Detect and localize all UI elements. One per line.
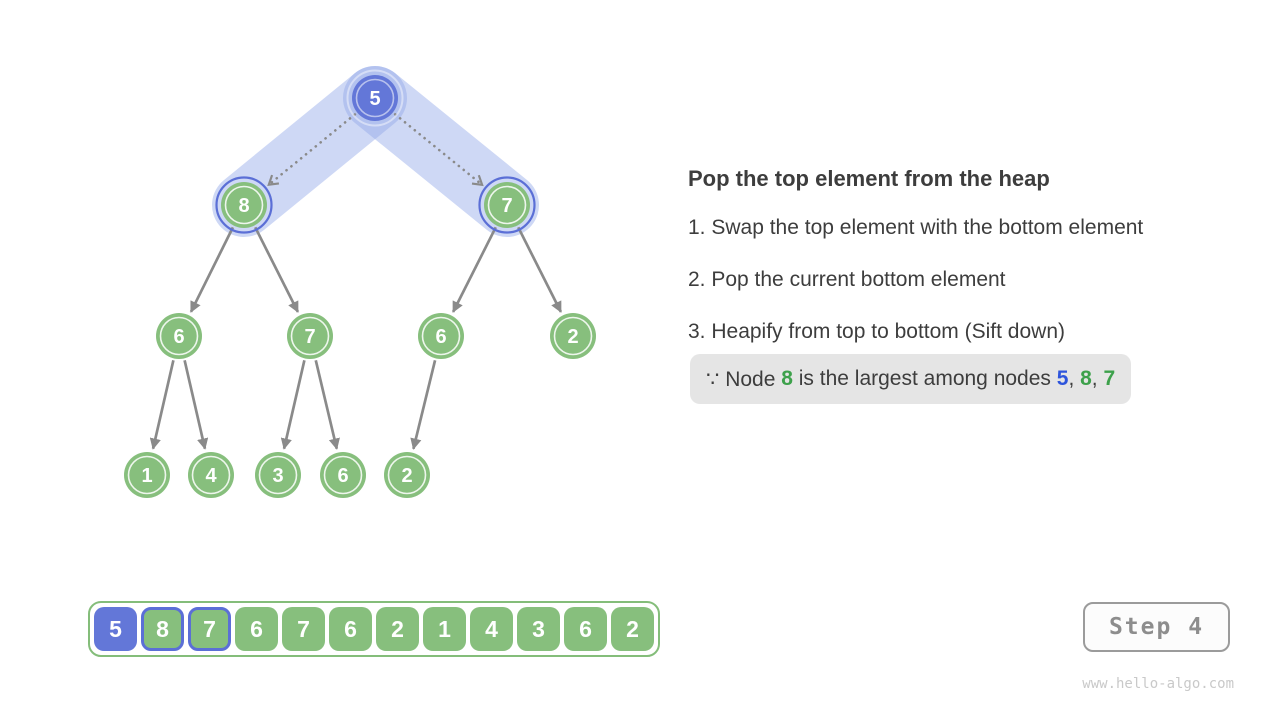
tree-node-value: 7 [501, 195, 512, 217]
tree-edge-arrow [517, 226, 563, 313]
swap-dotted-arrow [393, 113, 484, 187]
array-cell: 7 [188, 607, 231, 651]
instruction-step-1: 1. Swap the top element with the bottom … [688, 216, 1144, 239]
tree-node-value: 8 [238, 195, 249, 217]
array-cell: 2 [611, 607, 654, 651]
tree-edge-arrow [189, 226, 235, 313]
note-segment: , [1068, 367, 1081, 390]
tree-node: 7 [287, 313, 333, 359]
tree-edge-arrow [254, 226, 300, 313]
tree-node-value: 6 [435, 326, 446, 348]
array-cell: 2 [376, 607, 419, 651]
note-segment: 5 [1056, 367, 1069, 390]
tree-node-value: 3 [272, 465, 283, 487]
note-segment: ∵ Node [706, 367, 782, 391]
tree-node: 6 [156, 313, 202, 359]
tree-node: 6 [320, 452, 366, 498]
tree-edge-arrow [410, 359, 437, 450]
tree-edge-arrow [451, 226, 497, 313]
tree-node: 1 [124, 452, 170, 498]
tree-node-value: 1 [141, 465, 152, 487]
step-counter-button[interactable]: Step 4 [1083, 602, 1230, 652]
tree-node-value: 5 [369, 88, 380, 110]
instruction-step-2: 2. Pop the current bottom element [688, 268, 1006, 291]
note-segment: 7 [1103, 367, 1116, 390]
note-segment: is the largest among nodes [792, 367, 1057, 390]
watermark: www.hello-algo.com [1082, 676, 1234, 692]
array-cell: 6 [564, 607, 607, 651]
tree-node-value: 7 [304, 326, 315, 348]
tree-node: 8 [215, 176, 273, 234]
note-segment: 8 [1080, 367, 1092, 390]
tree-node: 6 [418, 313, 464, 359]
tree-edge-arrow [280, 360, 306, 450]
tree-node: 5 [346, 69, 404, 127]
tree-node-value: 2 [567, 326, 578, 348]
instruction-step-3: 3. Heapify from top to bottom (Sift down… [688, 320, 1065, 343]
tree-node-value: 6 [337, 465, 348, 487]
tree-node: 7 [478, 176, 536, 234]
array-cell: 5 [94, 607, 137, 651]
array-cell: 1 [423, 607, 466, 651]
swap-dotted-arrow [267, 113, 357, 187]
array-cell: 6 [235, 607, 278, 651]
tree-node: 2 [550, 313, 596, 359]
note-segment: , [1091, 367, 1104, 390]
tree-node-value: 2 [401, 465, 412, 487]
tree-node-value: 6 [173, 326, 184, 348]
note-box: ∵ Node 8 is the largest among nodes 5, 8… [690, 354, 1132, 404]
tree-node-value: 4 [205, 465, 217, 487]
tree-edge-arrow [149, 360, 175, 450]
note-segment: 8 [781, 367, 793, 390]
tree-edge-arrow [314, 360, 340, 450]
tree-edge-arrow [183, 360, 209, 450]
tree-node: 3 [255, 452, 301, 498]
array-cell: 8 [141, 607, 184, 651]
tree-node: 4 [188, 452, 234, 498]
array-cell: 3 [517, 607, 560, 651]
panel-title: Pop the top element from the heap [688, 166, 1050, 191]
tree-node: 2 [384, 452, 430, 498]
array-cell: 6 [329, 607, 372, 651]
array-cell: 4 [470, 607, 513, 651]
tree-svg: 5 8 7 6 7 6 2 1 4 3 6 2 [124, 66, 596, 498]
array-cell: 7 [282, 607, 325, 651]
